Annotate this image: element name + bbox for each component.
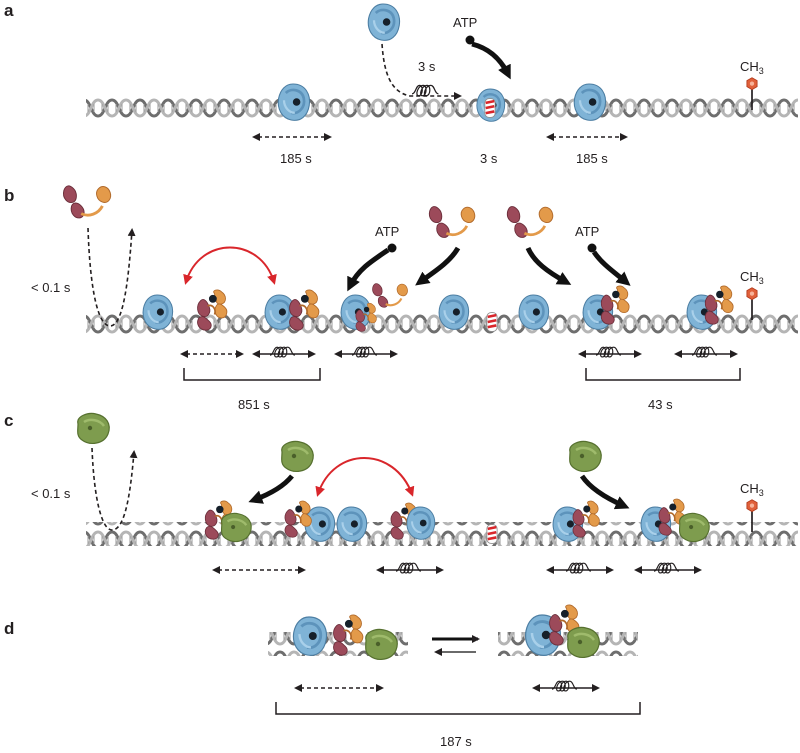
mutl-free-icon	[505, 205, 555, 239]
ch3-label: CH3	[740, 59, 764, 76]
atp-dot-icon	[465, 35, 475, 45]
muth-exchange-arrow	[91, 447, 138, 531]
muth-free-icon	[568, 440, 603, 473]
red-exchange-arrow	[315, 457, 415, 497]
muth-binding-arrow	[579, 474, 630, 510]
time-label: 43 s	[648, 397, 673, 412]
time-label: 185 s	[576, 151, 608, 166]
muth-free-icon	[76, 412, 111, 445]
panel-b-label: b	[4, 186, 14, 205]
atp-binding-arrow	[471, 41, 511, 80]
time-label: < 0.1 s	[31, 486, 71, 501]
muth-icon	[220, 512, 253, 543]
panel-c-label: c	[4, 411, 13, 430]
panel-d: d 187 s	[4, 604, 641, 749]
muts-clamp-icon	[517, 293, 550, 331]
muth-free-icon	[280, 440, 315, 473]
muth-icon	[364, 628, 399, 661]
ch3-label: CH3	[740, 269, 764, 286]
muts-sliding-clamp-icon	[572, 82, 607, 122]
time-bracket	[183, 368, 321, 381]
muts-sliding-clamp-icon	[276, 82, 311, 122]
search-arrow	[381, 43, 462, 100]
mismatch-icon	[485, 311, 499, 333]
mutl-binding-arrow	[415, 246, 461, 286]
panel-a: a CH3 3 s ATP 185 s 3 s 185 s	[4, 1, 798, 166]
time-label: 3 s	[418, 59, 436, 74]
muth-icon	[566, 626, 601, 659]
coil-icon	[395, 562, 422, 574]
atp-label: ATP	[375, 224, 399, 239]
atp-dot-icon	[587, 243, 597, 253]
time-bracket	[585, 368, 741, 381]
time-label: 185 s	[280, 151, 312, 166]
coil-icon	[411, 84, 440, 97]
muth-binding-arrow	[248, 474, 294, 504]
mutl-free-icon	[427, 205, 477, 239]
mismatch-icon	[485, 523, 499, 545]
coil-icon	[351, 346, 378, 358]
red-exchange-arrow	[183, 246, 277, 285]
time-label: 3 s	[480, 151, 498, 166]
atp-label: ATP	[453, 15, 477, 30]
atp-label: ATP	[575, 224, 599, 239]
mutl-free-icon	[371, 282, 409, 309]
muts-clamp-icon	[291, 615, 328, 657]
ch3-label: CH3	[740, 481, 764, 498]
coil-icon	[595, 346, 622, 358]
muts-free-icon	[366, 2, 401, 42]
time-label: < 0.1 s	[31, 280, 71, 295]
mismatch-icon	[483, 97, 497, 119]
muts-clamp-icon	[437, 293, 470, 331]
muts-clamp-icon	[335, 505, 368, 543]
panel-a-label: a	[4, 1, 14, 20]
atp-dot-icon	[387, 243, 397, 253]
time-bracket	[275, 702, 641, 715]
muts-clamp-icon	[405, 505, 436, 541]
atp-binding-arrow	[591, 250, 631, 286]
coil-icon	[269, 346, 296, 358]
muts-clamp-icon	[141, 293, 174, 331]
coil-icon	[653, 562, 680, 574]
mutl-free-icon	[61, 184, 113, 220]
coil-icon	[565, 562, 592, 574]
muth-icon	[678, 512, 711, 543]
panel-d-label: d	[4, 619, 14, 638]
dna-strand-a	[86, 95, 798, 119]
mutl-binding-arrow	[525, 246, 572, 285]
time-label: 187 s	[440, 734, 472, 749]
coil-icon	[691, 346, 718, 358]
time-label: 851 s	[238, 397, 270, 412]
coil-icon	[551, 680, 578, 692]
atp-binding-arrow	[347, 247, 390, 292]
panel-c: c < 0.1 s CH3	[4, 411, 798, 574]
panel-b: b < 0.1 s CH3 ATP	[4, 184, 798, 412]
